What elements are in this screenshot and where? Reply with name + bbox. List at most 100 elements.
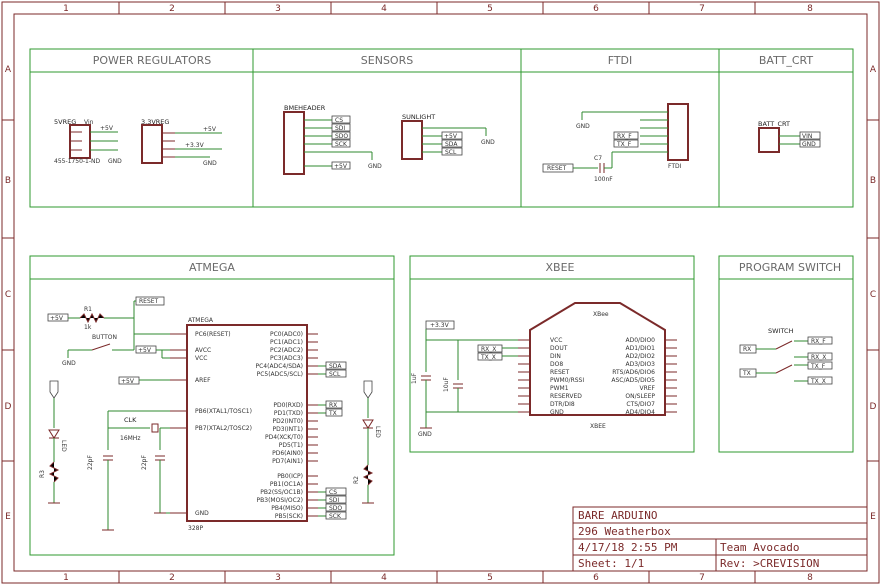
sheet-title-sensors: SENSORS bbox=[361, 54, 413, 67]
pin-pb2: PB2(SS/OC1B) bbox=[260, 489, 303, 496]
switch-txx: TX_X bbox=[810, 378, 826, 385]
pin-pb7: PB7(XTAL2/TOSC2) bbox=[195, 425, 252, 432]
row-label-a-right: A bbox=[870, 65, 877, 75]
xbee-pin-pwm0: PWM0/RSSI bbox=[550, 377, 584, 384]
switch-rxx: RX_X bbox=[811, 354, 826, 361]
xbee-pin-cts: CTS/DIO7 bbox=[626, 401, 655, 408]
bme-sdo: SDO bbox=[335, 133, 348, 140]
reg2-5v: +5V bbox=[203, 126, 217, 133]
col-label-8: 8 bbox=[807, 4, 813, 14]
sun-gnd: GND bbox=[481, 139, 495, 146]
pin-pb4: PB4(MISO) bbox=[271, 505, 303, 512]
batt-vin: VIN bbox=[802, 133, 812, 140]
atmega-chip bbox=[186, 324, 308, 522]
bme-5v: +5V bbox=[334, 163, 348, 170]
sun-part bbox=[401, 120, 423, 160]
xbee-33v: +3.3V bbox=[430, 322, 450, 329]
atmega-tx: TX bbox=[328, 410, 337, 417]
ftdi-gnd: GND bbox=[576, 123, 590, 130]
reg1-5v: +5V bbox=[100, 125, 114, 132]
col-label-5: 5 bbox=[487, 4, 493, 14]
batt-gnd: GND bbox=[802, 141, 816, 148]
reg1-vin: Vin bbox=[84, 119, 94, 126]
sheet-title-ftdi: FTDI bbox=[608, 54, 633, 67]
atmega-flag-right bbox=[363, 380, 373, 399]
switch-rx: RX bbox=[743, 346, 751, 353]
ftdi-txf: TX_F bbox=[616, 141, 632, 148]
pin-pc2: PC2(ADC2) bbox=[270, 347, 303, 354]
atmega-flag-left bbox=[49, 380, 59, 399]
pin-pd2: PD2(INT0) bbox=[273, 418, 303, 425]
pin-pb0: PB0(ICP) bbox=[277, 473, 303, 480]
atmega-sda: SDA bbox=[329, 363, 342, 370]
sun-5v: +5V bbox=[444, 133, 458, 140]
pin-aref: AREF bbox=[195, 377, 211, 384]
switch-rxf: RX_F bbox=[811, 338, 826, 345]
xbee-pin-pwm1: PWM1 bbox=[550, 385, 569, 392]
atmega-button: BUTTON bbox=[92, 334, 117, 341]
atmega-c2: 22pF bbox=[141, 455, 148, 470]
sheet-xbee: XBEE XBee XBEE VCC DOUT DIN DO8 RESET PW… bbox=[409, 255, 695, 453]
ftdi-rxf: RX_F bbox=[617, 133, 632, 140]
col-label-1-bottom: 1 bbox=[63, 573, 69, 583]
bme-sdi: SDI bbox=[335, 125, 345, 132]
sheet-program-switch: PROGRAM SWITCH SWITCH RX TX RX_F RX_X TX… bbox=[718, 255, 854, 453]
ftdi-part bbox=[667, 103, 689, 161]
row-label-d: D bbox=[5, 402, 12, 412]
reg2-33v: +3.3V bbox=[185, 142, 205, 149]
revision-text: Rev: >CREVISION bbox=[720, 557, 819, 570]
reg1-label: 5VREG bbox=[54, 118, 76, 126]
row-label-a: A bbox=[5, 65, 12, 75]
pin-pb3: PB3(MOSI/OC2) bbox=[257, 497, 303, 504]
batt-label: BATT_CRT bbox=[758, 120, 790, 128]
inner-frame bbox=[13, 13, 868, 572]
col-label-7-bottom: 7 bbox=[699, 573, 705, 583]
atmega-5v-c: +5V bbox=[121, 378, 135, 385]
pin-vcc: VCC bbox=[195, 355, 207, 362]
pin-pc6: PC6(RESET) bbox=[195, 331, 231, 338]
atmega-reset: RESET bbox=[139, 298, 159, 305]
col-label-8-bottom: 8 bbox=[807, 573, 813, 583]
reg2-gnd: GND bbox=[203, 160, 217, 167]
atmega-r1: R1 bbox=[84, 306, 92, 313]
ftdi-cap: C7 bbox=[594, 155, 602, 162]
atmega-r2: R2 bbox=[353, 476, 360, 484]
pin-pd3: PD3(INT1) bbox=[273, 426, 303, 433]
pin-pb6: PB6(XTAL1/TOSC1) bbox=[195, 408, 252, 415]
pin-pd6: PD6(AIN0) bbox=[272, 450, 303, 457]
pin-pc0: PC0(ADC0) bbox=[270, 331, 303, 338]
pin-pb1: PB1(OC1A) bbox=[270, 481, 303, 488]
sheet-title-switch: PROGRAM SWITCH bbox=[739, 261, 841, 274]
col-label-6-bottom: 6 bbox=[593, 573, 599, 583]
pin-pc5: PC5(ADC5/SCL) bbox=[257, 371, 303, 378]
xbee-gnd: GND bbox=[418, 431, 432, 438]
bme-sck: SCK bbox=[335, 141, 348, 148]
subtitle-text: 296 Weatherbox bbox=[578, 525, 671, 538]
xbee-c1: 1uF bbox=[411, 372, 418, 384]
pin-pb5: PB5(SCK) bbox=[275, 513, 303, 520]
atmega-sdo: SDO bbox=[329, 505, 342, 512]
reg1-gnd: GND bbox=[108, 158, 122, 165]
col-label-3: 3 bbox=[275, 4, 281, 14]
xbee-pin-ad2: AD2/DIO2 bbox=[626, 353, 656, 360]
sheet-batt: BATT_CRT BATT_CRT VIN GND bbox=[718, 48, 854, 208]
row-label-c-right: C bbox=[870, 290, 876, 300]
xbee-pin-ad1: AD1/DIO1 bbox=[626, 345, 656, 352]
title-block: BARE ARDUINO 296 Weatherbox 4/17/18 2:55… bbox=[572, 506, 868, 572]
pin-pc3: PC3(ADC3) bbox=[270, 355, 303, 362]
xbee-pin-rts: RTS/AD6/DIO6 bbox=[612, 369, 655, 376]
pin-gnd: GND bbox=[195, 510, 209, 517]
atmega-5v-a: +5V bbox=[50, 315, 64, 322]
reg2-part bbox=[141, 124, 163, 164]
reg1-pn: 455-1750-1-ND bbox=[54, 158, 101, 165]
sheet-power-regulators: POWER REGULATORS 5VREG Vin +5V 455-1750-… bbox=[29, 48, 254, 208]
switch-txf: TX_F bbox=[810, 363, 826, 370]
sheet-title-atmega: ATMEGA bbox=[189, 261, 235, 274]
ftdi-reset: RESET bbox=[547, 165, 567, 172]
atmega-r3: R3 bbox=[39, 470, 46, 478]
xbee-pin-ad0: AD0/DIO0 bbox=[626, 337, 656, 344]
bme-label: BMEHEADER bbox=[284, 104, 326, 112]
sheet-title-power: POWER REGULATORS bbox=[93, 54, 211, 67]
atmega-5v-b: +5V bbox=[138, 347, 152, 354]
